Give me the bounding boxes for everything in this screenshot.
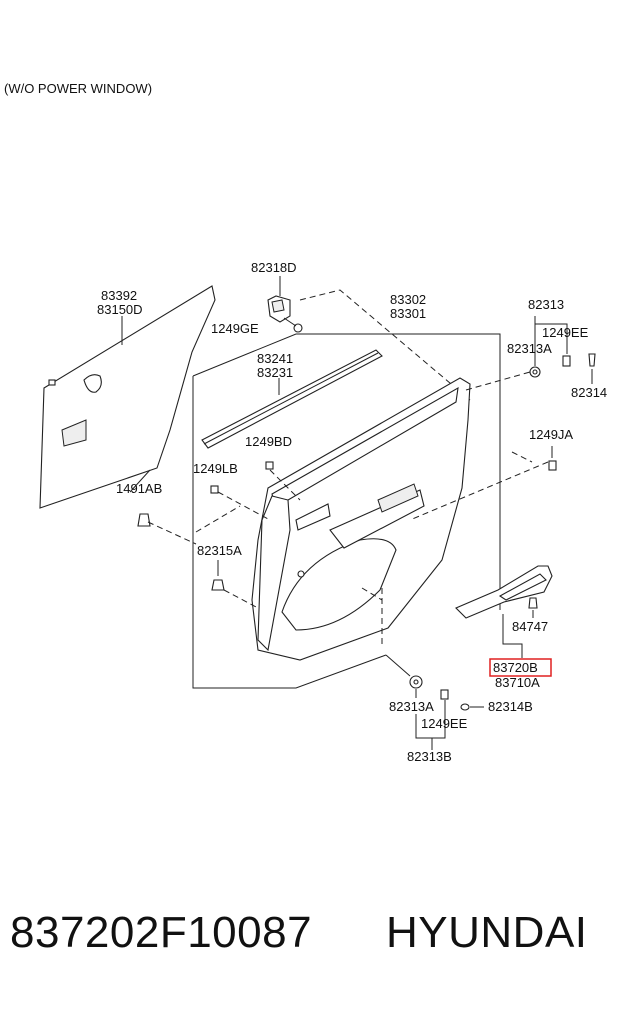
label-82313A-bottom: 82313A: [389, 699, 434, 714]
clip-82315A: [211, 579, 259, 609]
label-1249EE-bottom: 1249EE: [421, 716, 468, 731]
clip-1491AB: [137, 505, 241, 545]
clip-82313A-bottom: [409, 675, 423, 689]
label-1249EE-top: 1249EE: [542, 325, 589, 340]
label-83301: 83301: [390, 306, 426, 321]
label-82313B: 82313B: [407, 749, 452, 764]
label-1249JA: 1249JA: [529, 427, 573, 442]
bracket-82318D: [267, 295, 291, 323]
label-1491AB: 1491AB: [116, 481, 162, 496]
brand-name: HYUNDAI: [386, 908, 588, 957]
clip-82313A-top: [529, 366, 541, 378]
highlight-box: [489, 658, 552, 677]
label-82318D: 82318D: [251, 260, 297, 275]
screw-1249JA: [409, 460, 557, 521]
label-82313: 82313: [528, 297, 564, 312]
door-trim-panel-main: [251, 377, 471, 661]
diagram-note: (W/O POWER WINDOW): [4, 81, 152, 96]
plug-82314B: [460, 703, 470, 711]
label-83302: 83302: [390, 292, 426, 307]
label-1249LB: 1249LB: [193, 461, 238, 476]
plug-82314: [588, 353, 596, 367]
label-83392: 83392: [101, 288, 137, 303]
label-84747: 84747: [512, 619, 548, 634]
label-83231: 83231: [257, 365, 293, 380]
label-83241: 83241: [257, 351, 293, 366]
label-82314: 82314: [571, 385, 607, 400]
label-83720B: 83720B: [493, 660, 538, 675]
screw-1249BD: [265, 461, 301, 501]
label-1249BD: 1249BD: [245, 434, 292, 449]
screw-1249EE-bottom: [440, 689, 449, 700]
part-number: 837202F10087: [10, 908, 313, 957]
weatherstrip: [201, 349, 383, 449]
screw-1249LB: [210, 485, 271, 521]
screw-1249EE-top: [562, 355, 571, 367]
door-trim-panel-left: [39, 285, 216, 509]
label-82313A-top: 82313A: [507, 341, 552, 356]
label-1249GE: 1249GE: [211, 321, 259, 336]
label-83710A: 83710A: [495, 675, 540, 690]
label-82315A: 82315A: [197, 543, 242, 558]
pull-handle: [455, 565, 553, 619]
screw-1249GE: [283, 317, 303, 333]
label-83150D: 83150D: [97, 302, 143, 317]
label-82314B: 82314B: [488, 699, 533, 714]
clip-84747: [528, 597, 538, 609]
assembly-frame: [192, 289, 501, 689]
